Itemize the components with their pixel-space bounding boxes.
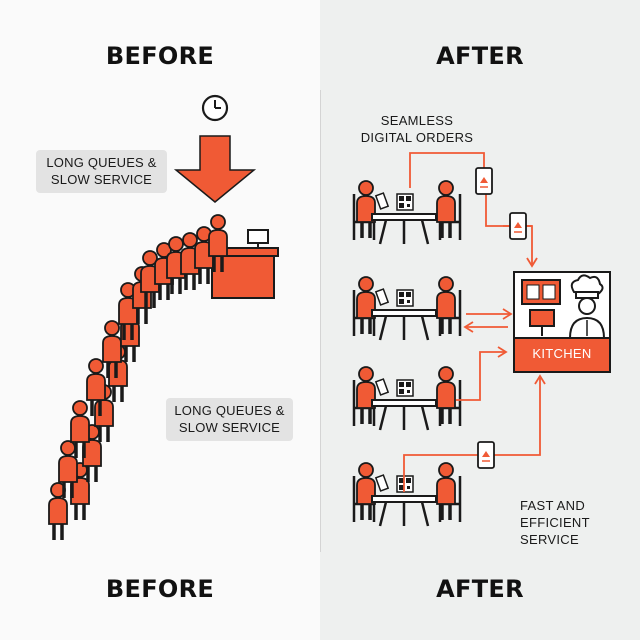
fast-service-line2: EFFICIENT (520, 515, 590, 530)
queue-of-people (48, 214, 228, 540)
fast-service-label: FAST AND EFFICIENT SERVICE (520, 497, 610, 548)
fast-service-line1: FAST AND (520, 498, 586, 513)
queue-person (58, 440, 78, 498)
phone-order-icon (509, 212, 527, 240)
qr-code-icon (396, 379, 414, 397)
diner-right (436, 180, 456, 238)
digital-orders-label-line2: DIGITAL ORDERS (360, 130, 474, 145)
queue-person (86, 358, 106, 416)
panel-divider (320, 90, 321, 552)
fast-service-line3: SERVICE (520, 532, 579, 547)
restaurant-tables (352, 180, 462, 527)
diner-right (436, 276, 456, 334)
phone-order-icons (475, 167, 527, 469)
digital-orders-label: SEAMLESS DIGITAL ORDERS (352, 112, 482, 146)
phone-order-icon (477, 441, 495, 469)
qr-code-icon (396, 475, 414, 493)
diner-left (356, 462, 376, 520)
before-title-top: BEFORE (105, 42, 215, 70)
diner-right (436, 366, 456, 424)
order-screen-icon (521, 279, 561, 305)
monitor-icon (529, 309, 555, 336)
before-title-bottom: BEFORE (105, 575, 215, 603)
kitchen-box (513, 271, 611, 373)
dining-table-3 (352, 366, 462, 431)
diner-left (356, 180, 376, 238)
kitchen-label: KITCHEN (532, 346, 592, 361)
qr-code-icon (396, 289, 414, 307)
flow-arrowheads (463, 257, 546, 385)
diner-left (356, 366, 376, 424)
qr-code-icon (396, 193, 414, 211)
register-icon (247, 229, 269, 249)
digital-orders-label-line1: SEAMLESS (380, 113, 454, 128)
diner-right (436, 462, 456, 520)
down-arrow-icon (173, 135, 257, 203)
dining-table-1 (352, 180, 462, 245)
before-callout-top-text: LONG QUEUES & SLOW SERVICE (46, 155, 157, 187)
chef-icon (568, 274, 606, 339)
queue-person (48, 482, 68, 540)
clock-icon (201, 94, 229, 122)
dining-table-2 (352, 276, 462, 341)
queue-person (102, 320, 122, 378)
phone-order-icon (475, 167, 493, 195)
before-callout-top: LONG QUEUES & SLOW SERVICE (36, 150, 167, 193)
queue-person (70, 400, 90, 458)
diner-left (356, 276, 376, 334)
front-customer (208, 214, 228, 272)
before-callout-bottom: LONG QUEUES & SLOW SERVICE (166, 398, 293, 441)
before-callout-bottom-text: LONG QUEUES & SLOW SERVICE (174, 403, 285, 435)
after-title-top: AFTER (436, 42, 524, 70)
dining-table-4 (352, 462, 462, 527)
order-flow-lines (403, 152, 541, 492)
after-title-bottom: AFTER (436, 575, 524, 603)
